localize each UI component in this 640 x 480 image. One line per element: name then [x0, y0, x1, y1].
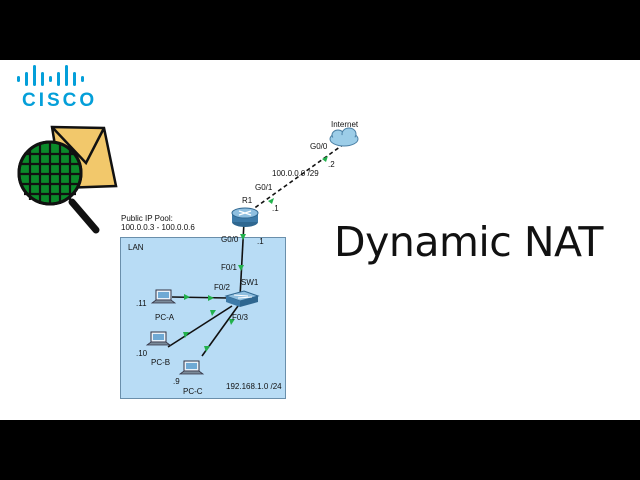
sw-uplink-port: F0/1	[221, 263, 238, 272]
r1-wan-port: G0/1	[255, 183, 273, 192]
internet-cloud-icon	[329, 127, 359, 147]
pc-a-host: .11	[136, 299, 147, 308]
router-icon	[231, 207, 259, 227]
magnifier-envelope-icon	[17, 125, 118, 234]
pc-c-host: .9	[173, 377, 180, 386]
pc-b-host: .10	[136, 349, 148, 358]
pool-label: Public IP Pool:	[121, 214, 173, 223]
sw1-pcb-link	[167, 305, 233, 348]
sw-pca-port: F0/2	[214, 283, 231, 292]
r1-lan-port: G0/0	[221, 235, 239, 244]
internet-port: G0/0	[310, 142, 328, 151]
network-topology	[145, 127, 359, 375]
switch-label: SW1	[241, 278, 259, 287]
lan-area	[120, 237, 286, 399]
cisco-wordmark: CISCO	[22, 90, 98, 111]
internet-label: Internet	[331, 120, 359, 129]
pool-range: 100.0.0.3 - 100.0.0.6	[121, 223, 195, 232]
slide: CISCO	[0, 60, 640, 420]
pc-a-label: PC-A	[155, 313, 175, 322]
wan-link	[248, 143, 345, 213]
switch-icon	[224, 290, 260, 307]
letterbox-bottom	[0, 420, 640, 480]
lan-label: LAN	[128, 243, 144, 252]
wan-subnet: 100.0.0.0 /29	[272, 169, 319, 178]
r1-lan-host: .1	[257, 237, 264, 246]
cisco-logo-icon	[17, 65, 84, 86]
sw-pcc-port: F0/3	[232, 313, 249, 322]
pc-c-icon	[178, 360, 205, 375]
router-label: R1	[242, 196, 253, 205]
pc-a-icon	[150, 289, 177, 304]
pc-b-icon	[145, 331, 172, 346]
pc-c-label: PC-C	[183, 387, 203, 396]
r1-wan-host: .1	[272, 204, 279, 213]
lan-subnet: 192.168.1.0 /24	[226, 382, 282, 391]
sw1-pca-link	[171, 296, 229, 299]
internet-host: .2	[328, 160, 335, 169]
slide-title: Dynamic NAT	[334, 218, 603, 266]
pc-b-label: PC-B	[151, 358, 171, 367]
letterbox-top	[0, 0, 640, 60]
